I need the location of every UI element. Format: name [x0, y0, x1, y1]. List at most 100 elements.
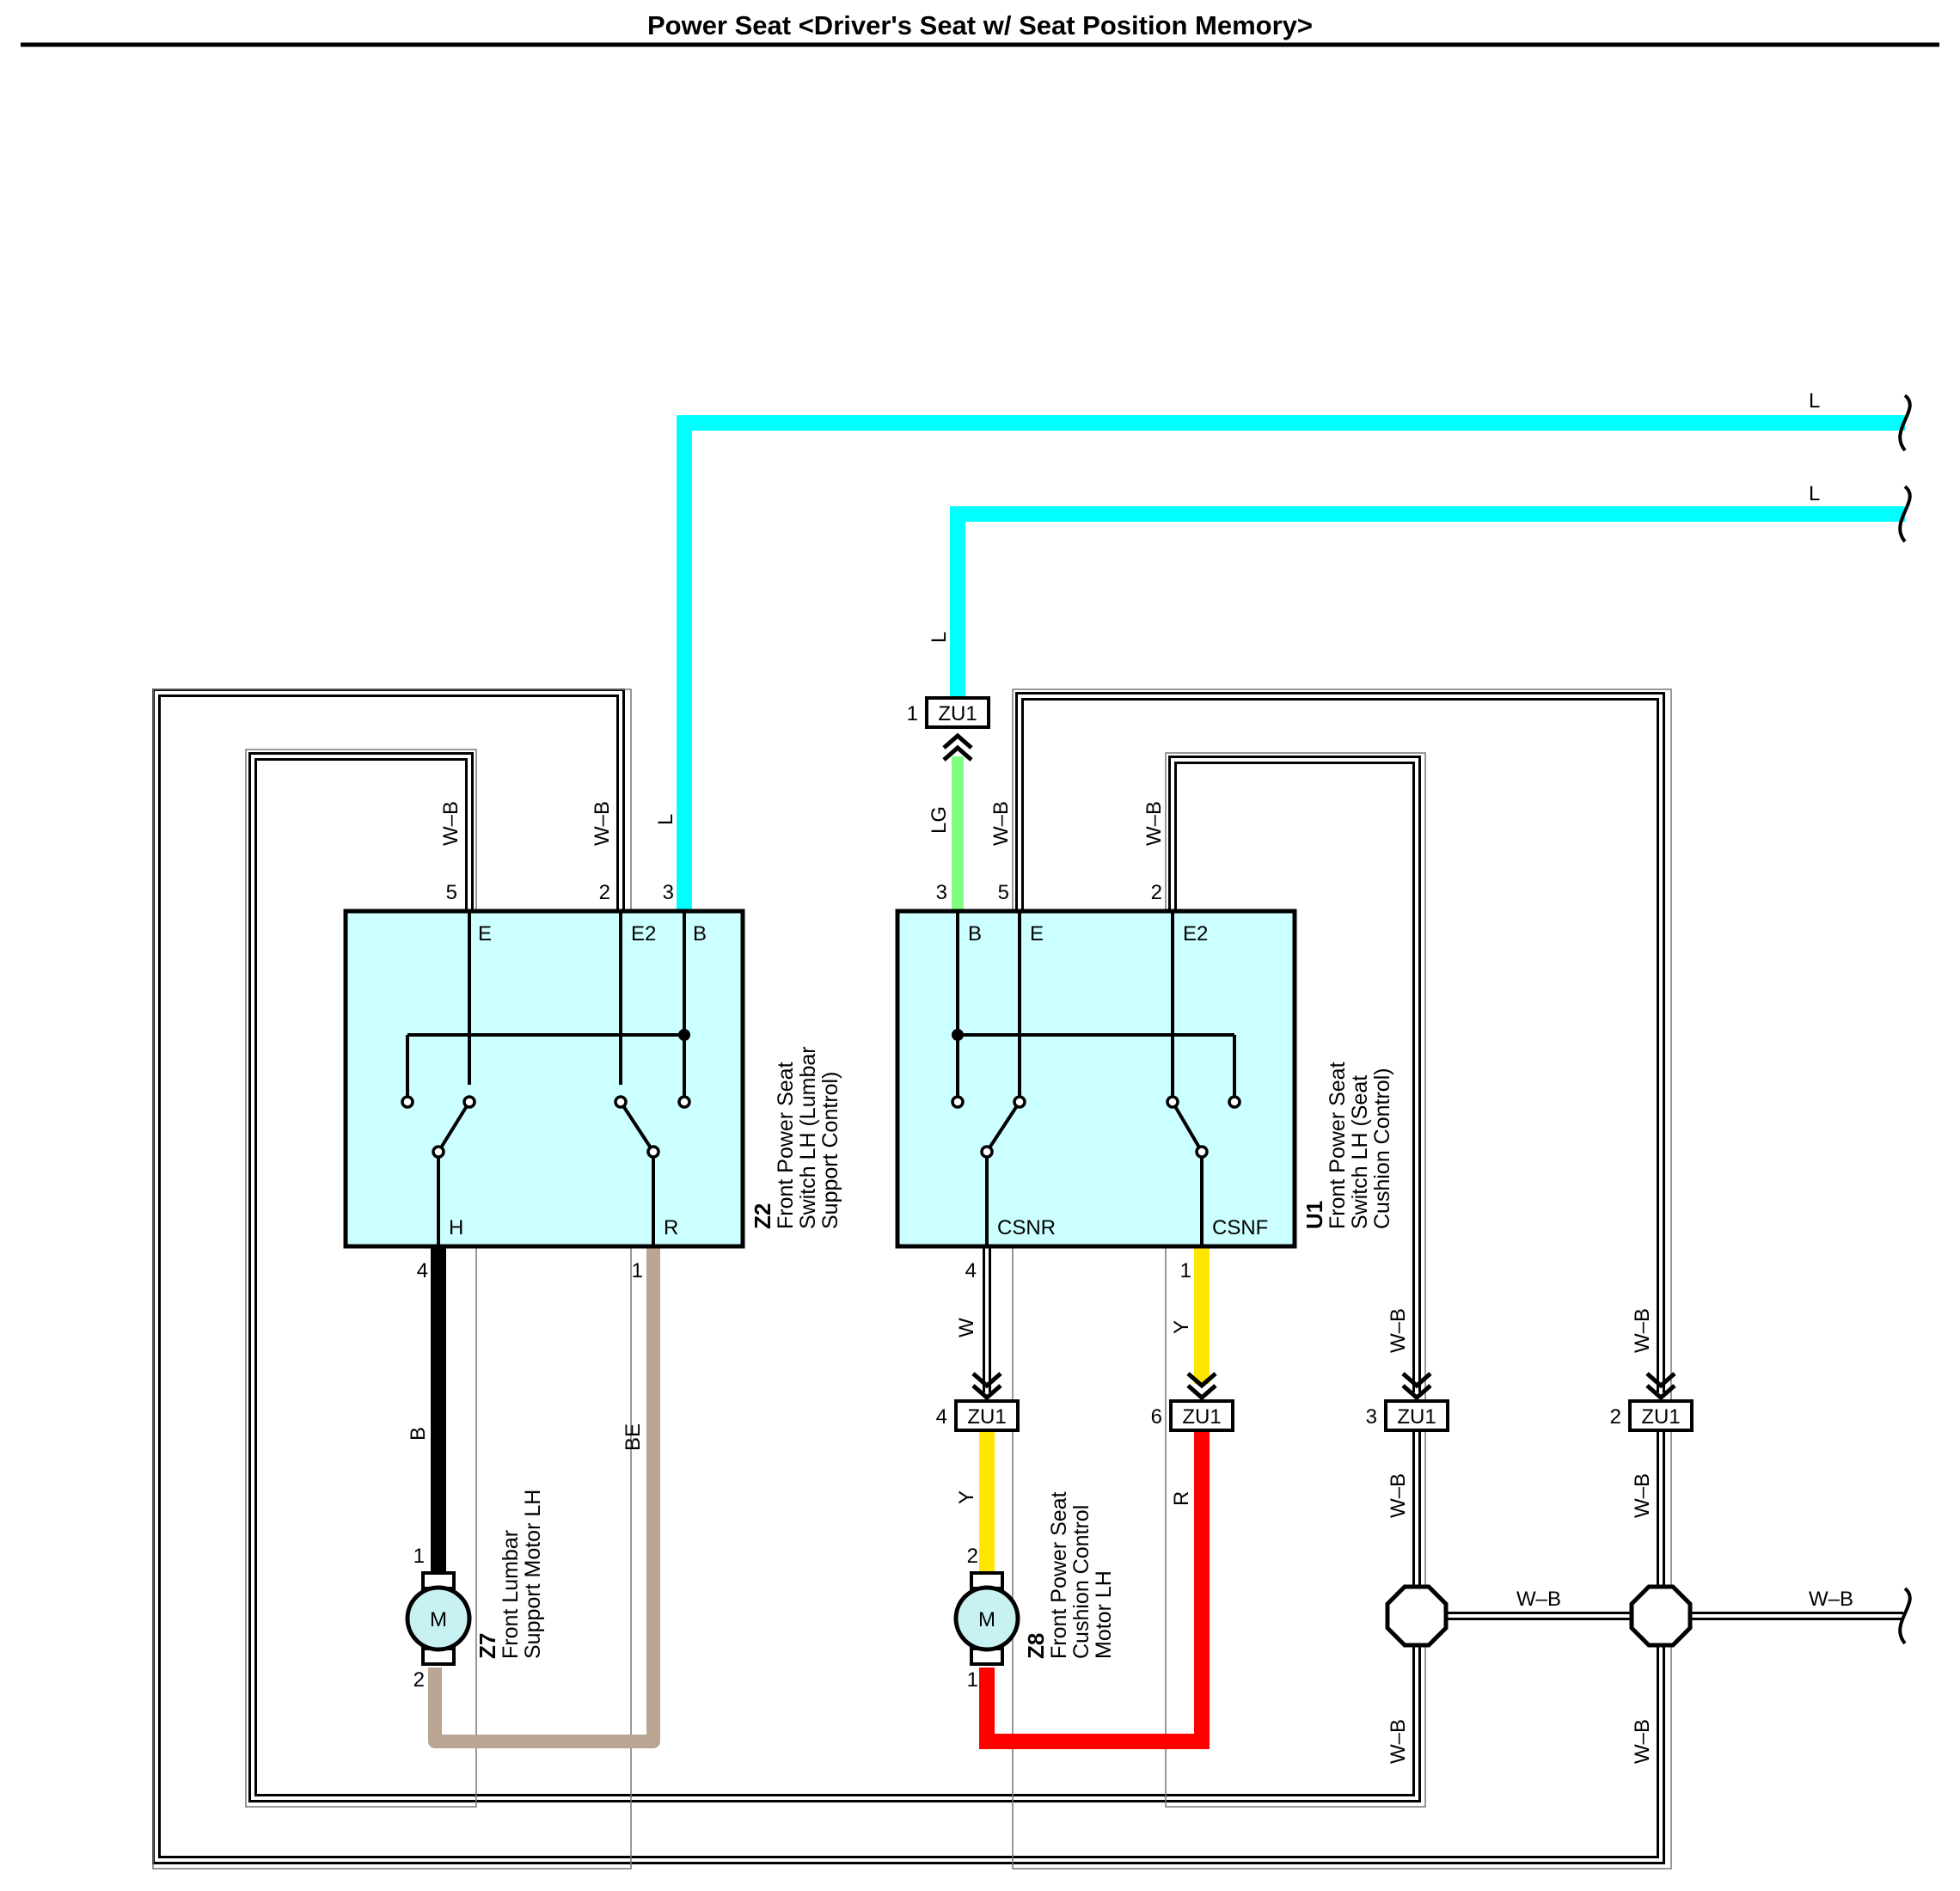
wire-l-top [677, 415, 1905, 911]
zu1-connector-pin2: ZU1 2 [1610, 1399, 1694, 1432]
wire-label-l-hline: W–B [1809, 1588, 1853, 1611]
z2-label: Z2 Front Power Seat Switch LH (Lumbar Su… [750, 1046, 842, 1229]
wire-label-wb-bottom-left: W–B [1387, 1719, 1410, 1764]
svg-text:Motor LH: Motor LH [1092, 1570, 1116, 1659]
zu1-connector-pin6: ZU1 6 [1151, 1399, 1234, 1432]
break-l-top [1898, 394, 1912, 452]
ground-loop-frames [152, 688, 1672, 1870]
wire-label-wb-bottom-right: W–B [1631, 1719, 1654, 1764]
svg-text:CSNF: CSNF [1212, 1216, 1268, 1239]
zu1-pin4-chevron [971, 1372, 1002, 1401]
svg-text:Support Control): Support Control) [818, 1072, 842, 1229]
wire-wb-z2-5-loop [248, 752, 1421, 1802]
svg-text:Switch LH (Lumbar: Switch LH (Lumbar [796, 1046, 820, 1229]
wire-wb-u1-5 [1015, 692, 1665, 1392]
wire-label-y-lower: Y [955, 1490, 978, 1504]
wire-label-wb-zu1-2-lower: W–B [1631, 1473, 1654, 1518]
wire-label-l-z2: L [654, 814, 677, 825]
svg-text:3: 3 [663, 881, 674, 904]
wire-label-wb-z2-2: W–B [591, 801, 614, 846]
wire-label-wb-zu1-3-upper: W–B [1387, 1308, 1410, 1353]
splice-left [1385, 1584, 1449, 1648]
svg-text:1: 1 [413, 1545, 425, 1568]
svg-text:3: 3 [936, 881, 947, 904]
svg-text:E2: E2 [1183, 922, 1208, 946]
zu1-pin2-chevron [1645, 1372, 1676, 1401]
svg-text:Front Power Seat: Front Power Seat [1326, 1062, 1350, 1229]
wire-label-be: BE [622, 1423, 645, 1451]
svg-text:B: B [693, 922, 707, 946]
wire-be [428, 1246, 660, 1748]
svg-text:ZU1: ZU1 [938, 702, 977, 725]
wire-label-lg: LG [928, 806, 951, 834]
splice-right [1629, 1584, 1693, 1648]
z2-switch: E E2 B H R 5 2 3 4 1 [343, 881, 745, 1282]
svg-text:Z7: Z7 [475, 1633, 500, 1659]
z8-label: Z8 Front Power Seat Cushion Control Moto… [1023, 1491, 1116, 1659]
u1-switch: B E E2 CSNR CSNF 3 5 2 4 1 [895, 881, 1297, 1282]
zu1-pin3-chevron [1401, 1372, 1432, 1401]
wire-label-wb-h-mid: W–B [1516, 1588, 1561, 1611]
wire-label-wb-u1-2: W–B [1142, 801, 1166, 846]
svg-text:2: 2 [413, 1668, 425, 1692]
svg-text:1: 1 [907, 702, 918, 725]
z8-motor: M 2 1 [953, 1545, 1020, 1692]
break-wb-right [1898, 1587, 1912, 1645]
svg-text:5: 5 [446, 881, 457, 904]
svg-text:1: 1 [967, 1668, 978, 1692]
svg-text:M: M [430, 1608, 447, 1631]
svg-text:E: E [478, 922, 492, 946]
z7-label: Z7 Front Lumbar Support Motor LH [475, 1490, 545, 1659]
wire-l-second [950, 506, 1905, 698]
svg-text:1: 1 [1180, 1259, 1191, 1282]
svg-text:ZU1: ZU1 [1641, 1405, 1680, 1429]
wire-label-b: B [407, 1427, 430, 1441]
wire-wb-u1-2 [1168, 756, 1421, 1392]
svg-text:Cushion Control): Cushion Control) [1370, 1068, 1394, 1229]
svg-text:Front Lumbar: Front Lumbar [499, 1530, 523, 1659]
wire-label-w: W [955, 1318, 978, 1337]
svg-text:Front Power Seat: Front Power Seat [774, 1062, 798, 1229]
svg-text:5: 5 [998, 881, 1009, 904]
svg-text:1: 1 [632, 1259, 643, 1282]
svg-text:3: 3 [1366, 1405, 1377, 1429]
svg-text:E: E [1030, 922, 1044, 946]
svg-text:Support Motor LH: Support Motor LH [521, 1490, 545, 1659]
svg-text:2: 2 [599, 881, 610, 904]
svg-text:CSNR: CSNR [997, 1216, 1056, 1239]
svg-text:B: B [968, 922, 982, 946]
svg-text:ZU1: ZU1 [967, 1405, 1006, 1429]
z7-motor: M 1 2 [405, 1545, 472, 1692]
wire-label-r: R [1170, 1491, 1193, 1506]
svg-text:2: 2 [1610, 1405, 1621, 1429]
zu1-pin1-chevron [942, 732, 973, 762]
svg-text:4: 4 [417, 1259, 428, 1282]
zu1-connector-pin4: ZU1 4 [936, 1399, 1020, 1432]
zu1-connector-pin3: ZU1 3 [1366, 1399, 1449, 1432]
wire-label-l-top: L [1809, 389, 1820, 413]
svg-text:Cushion Control: Cushion Control [1069, 1505, 1093, 1659]
wire-wb-z2-2-loop [152, 688, 1665, 1864]
wire-label-l-vertical: L [928, 632, 951, 643]
svg-text:M: M [978, 1608, 995, 1631]
zu1-connector-pin1: ZU1 1 [907, 696, 990, 729]
wire-label-wb-zu1-2-upper: W–B [1631, 1308, 1654, 1353]
page-title: Power Seat <Driver's Seat w/ Seat Positi… [647, 10, 1313, 40]
svg-text:6: 6 [1151, 1405, 1162, 1429]
svg-text:4: 4 [965, 1259, 977, 1282]
svg-text:2: 2 [1151, 881, 1162, 904]
svg-text:ZU1: ZU1 [1397, 1405, 1436, 1429]
wire-label-wb-zu1-3-lower: W–B [1387, 1473, 1410, 1518]
svg-text:H: H [449, 1216, 463, 1239]
break-l-second [1898, 485, 1912, 543]
svg-text:ZU1: ZU1 [1182, 1405, 1221, 1429]
svg-text:4: 4 [936, 1405, 947, 1429]
svg-text:Switch LH (Seat: Switch LH (Seat [1348, 1075, 1372, 1229]
svg-text:2: 2 [967, 1545, 978, 1568]
svg-text:Front Power Seat: Front Power Seat [1047, 1491, 1071, 1659]
wire-label-y-upper: Y [1170, 1320, 1193, 1334]
u1-label: U1 Front Power Seat Switch LH (Seat Cush… [1302, 1062, 1394, 1229]
zu1-pin6-chevron [1186, 1372, 1217, 1401]
wire-label-l-second: L [1809, 482, 1820, 505]
